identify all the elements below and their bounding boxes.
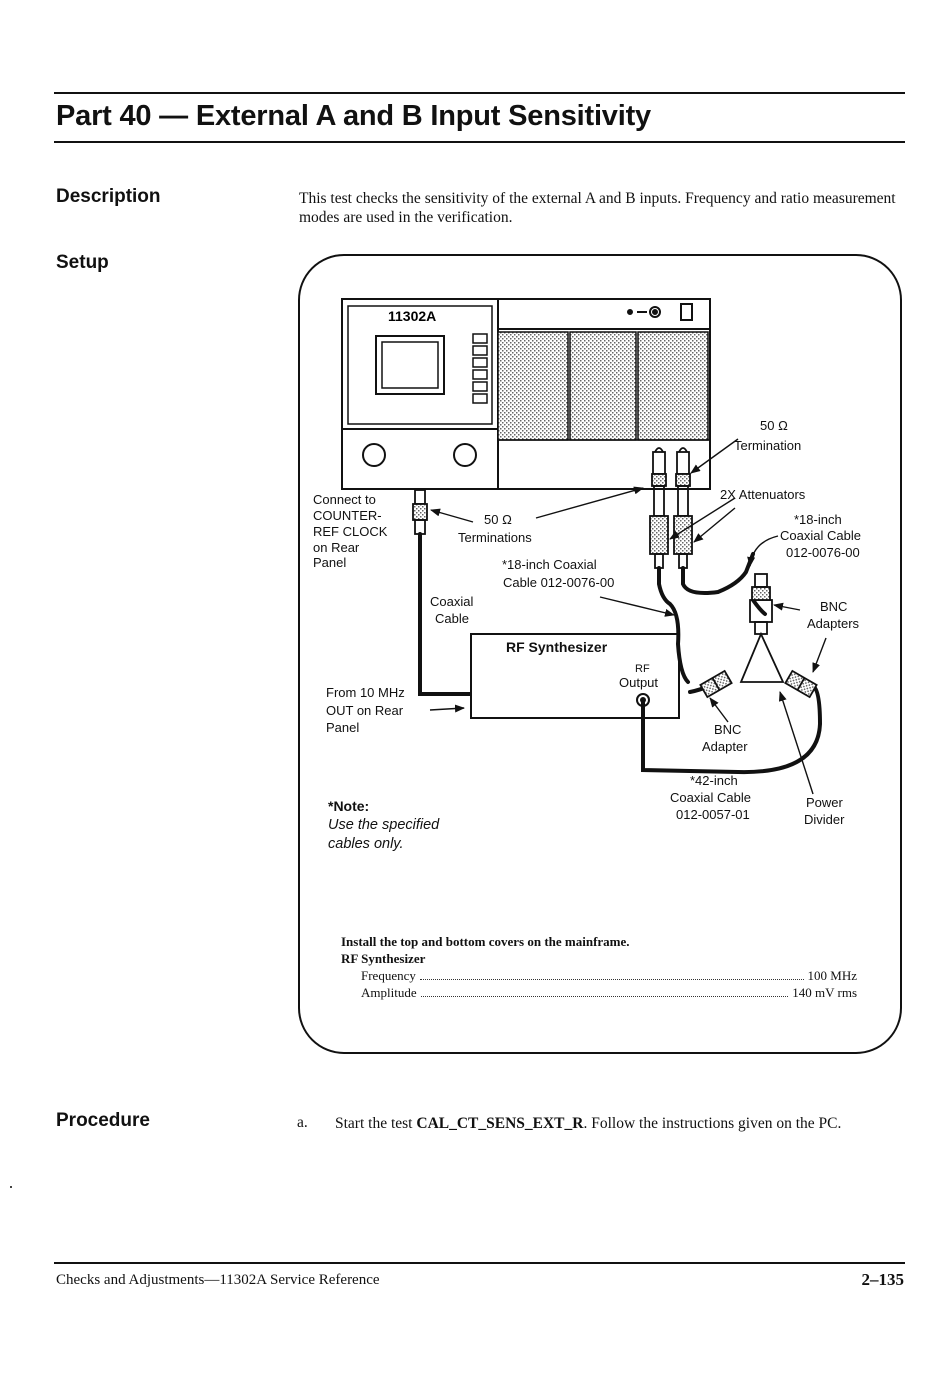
connect-line1: Connect to	[313, 492, 376, 507]
scan-speck	[10, 1186, 12, 1188]
rf-output-line2: Output	[619, 675, 658, 690]
terminations-text: Terminations	[458, 530, 532, 545]
cable18-right-line2: Coaxial Cable	[780, 528, 861, 543]
rf-synthesizer-label: RF Synthesizer	[506, 639, 608, 655]
param-label: Frequency	[361, 968, 416, 983]
cable18-mid-line2: Cable 012-0076-00	[503, 575, 614, 590]
note-head: *Note:	[328, 798, 369, 814]
install-instruction: Install the top and bottom covers on the…	[341, 934, 630, 949]
connector-stacks	[412, 447, 693, 569]
power-divider	[699, 573, 818, 699]
setup-diagram: 11302A	[313, 298, 861, 852]
cable42-line1: *42-inch	[690, 773, 738, 788]
step-text-post: . Follow the instructions given on the P…	[583, 1115, 842, 1132]
setup-box	[298, 254, 902, 1054]
param-row-frequency: Frequency 100 MHz	[341, 967, 857, 984]
power-divider-line2: Divider	[804, 812, 845, 827]
power-divider-line1: Power	[806, 795, 844, 810]
procedure-step: Start the test CAL_CT_SENS_EXT_R. Follow…	[335, 1114, 890, 1133]
cable18-right-line1: *18-inch	[794, 512, 842, 527]
cable18-right-line3: 012-0076-00	[786, 545, 860, 560]
footer-rule	[54, 1262, 905, 1264]
procedure-heading: Procedure	[56, 1110, 150, 1131]
rf-output-line1: RF	[635, 663, 650, 675]
description-heading: Description	[56, 186, 161, 207]
mainframe-model-label: 11302A	[388, 308, 436, 324]
bnc-adapters-line1: BNC	[820, 599, 847, 614]
connect-line3: REF CLOCK	[313, 524, 388, 539]
bnc-adapter-line2: Adapter	[702, 739, 748, 754]
param-row-amplitude: Amplitude 140 mV rms	[341, 984, 857, 1001]
from10-line2: OUT on Rear	[326, 703, 404, 718]
setup-notes: Install the top and bottom covers on the…	[341, 933, 857, 1001]
bnc-adapters-line2: Adapters	[807, 616, 860, 631]
pointer-arrows	[429, 438, 827, 795]
description-text: This test checks the sensitivity of the …	[299, 190, 896, 226]
from10-line1: From 10 MHz	[326, 685, 405, 700]
title-top-rule	[54, 92, 905, 94]
page-number: 2–135	[861, 1270, 905, 1289]
step-text-pre: Start the test	[335, 1115, 417, 1132]
param-label: Amplitude	[361, 985, 417, 1000]
test-name: CAL_CT_SENS_EXT_R	[416, 1115, 584, 1132]
from10-line3: Panel	[326, 720, 359, 735]
attenuators-label: 2X Attenuators	[720, 487, 806, 502]
device-heading: RF Synthesizer	[341, 951, 426, 966]
mainframe-11302a	[341, 298, 711, 490]
coaxial-cable-line2: Cable	[435, 611, 469, 626]
param-value: 140 mV rms	[792, 985, 857, 1000]
cable42-line2: Coaxial Cable	[670, 790, 751, 805]
param-value: 100 MHz	[807, 968, 857, 983]
rf-synthesizer	[470, 633, 680, 719]
termination-top-value: 50 Ω	[760, 418, 788, 433]
connect-line5: Panel	[313, 555, 346, 570]
terminations-value: 50 Ω	[484, 512, 512, 527]
footer-text: Checks and Adjustments—11302A Service Re…	[56, 1272, 380, 1288]
coax-cables	[418, 532, 823, 775]
setup-heading: Setup	[56, 252, 109, 273]
termination-top-text: Termination	[734, 438, 801, 453]
note-line2: cables only.	[328, 836, 404, 852]
leader-dots	[420, 996, 789, 997]
cable42-line3: 012-0057-01	[676, 807, 750, 822]
note-line1: Use the specified	[328, 817, 440, 833]
coaxial-cable-line1: Coaxial	[430, 594, 473, 609]
connect-line4: on Rear	[313, 540, 360, 555]
page-title: Part 40 — External A and B Input Sensiti…	[56, 100, 651, 132]
cable18-mid-line1: *18-inch Coaxial	[502, 557, 597, 572]
connect-line2: COUNTER-	[313, 508, 382, 523]
bnc-adapter-line1: BNC	[714, 722, 741, 737]
title-bottom-rule	[54, 141, 905, 143]
step-marker: a.	[297, 1114, 308, 1131]
leader-dots	[419, 979, 804, 980]
